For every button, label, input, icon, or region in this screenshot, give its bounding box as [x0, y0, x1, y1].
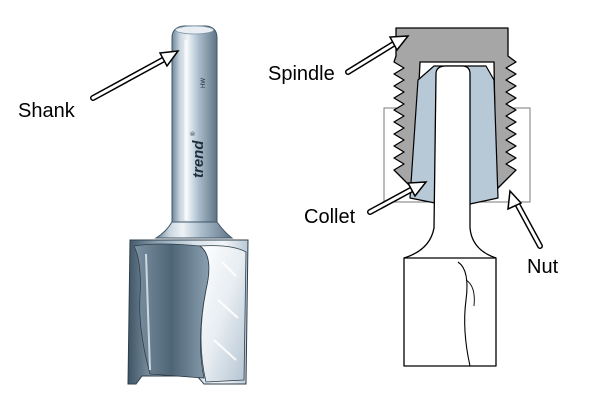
spindle-body	[393, 27, 517, 191]
glint-3	[213, 339, 237, 361]
glint-2	[217, 299, 239, 319]
nut-label: Nut	[527, 256, 559, 278]
brand-code-group: HW	[201, 78, 207, 88]
brand-code: HW	[201, 78, 207, 88]
glint-1	[221, 261, 237, 277]
brand-name: trend	[190, 140, 207, 178]
shank-taper	[154, 221, 234, 239]
shank-arrow	[90, 50, 180, 101]
collet-assembly	[383, 27, 531, 367]
bit-head-flute	[457, 261, 471, 367]
shank-body	[171, 25, 218, 226]
cutter-flute	[133, 243, 210, 379]
shank-label: Shank	[18, 100, 76, 122]
brand-marking: trend ®	[190, 131, 207, 178]
bit-head-edge	[465, 279, 475, 307]
spindle-label: Spindle	[268, 63, 335, 85]
cutter-edge-highlight	[145, 253, 151, 371]
router-bit: trend ® HW	[127, 25, 249, 385]
nut-arrow	[507, 189, 543, 249]
spindle-arrow	[345, 35, 410, 75]
brand-mark: ®	[190, 131, 197, 136]
shank-top-face	[175, 25, 214, 35]
cutter-wing	[198, 245, 247, 383]
collet-label: Collet	[304, 206, 356, 228]
collet-arrow	[367, 181, 428, 215]
